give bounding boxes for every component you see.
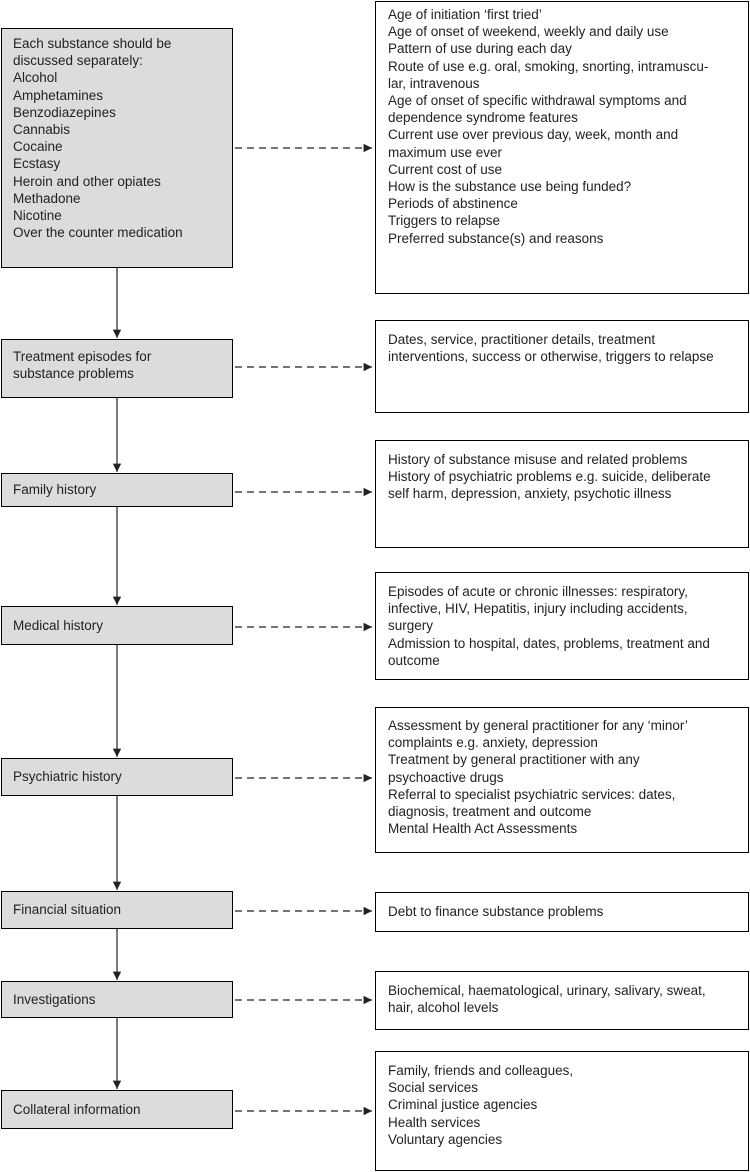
detail-line: Preferred substance(s) and reasons: [388, 230, 604, 246]
substances-box: Each substance should be discussed separ…: [1, 28, 233, 268]
substance-item: Ecstasy: [13, 156, 61, 172]
detail-line: outcome: [388, 652, 440, 668]
substances-line: Each substance should be: [13, 36, 172, 51]
detail-line: complaints e.g. anxiety, depression: [388, 735, 598, 751]
collateral-information-details-box: Family, friends and colleagues, Social s…: [375, 1051, 749, 1171]
substance-item: Cocaine: [13, 139, 63, 155]
detail-line: Age of onset of specific withdrawal symp…: [388, 93, 687, 109]
detail-line: Mental Health Act Assessments: [388, 821, 578, 837]
detail-line: hair, alcohol levels: [388, 1000, 499, 1016]
detail-line: History of psychiatric problems e.g. sui…: [388, 469, 711, 485]
detail-line: Route of use e.g. oral, smoking, snortin…: [388, 58, 709, 74]
substance-use-details-box: Age of initiation ‘first tried’ Age of o…: [375, 1, 749, 294]
substance-item: Methadone: [13, 190, 81, 206]
detail-line: Current cost of use: [388, 161, 503, 177]
detail-line: Criminal justice agencies: [388, 1097, 538, 1113]
step-label: Investigations: [13, 991, 96, 1007]
detail-line: Age of onset of weekend, weekly and dail…: [388, 24, 669, 40]
detail-line: Episodes of acute or chronic illnesses: …: [388, 584, 688, 599]
detail-line: surgery: [388, 618, 434, 634]
step-label: Financial situation: [13, 902, 122, 918]
step-label: Psychiatric history: [13, 769, 122, 785]
financial-situation-box: Financial situation: [1, 891, 233, 929]
treatment-episodes-box: Treatment episodes for substance problem…: [1, 339, 233, 398]
substance-item: Amphetamines: [13, 87, 104, 103]
psychiatric-history-details-box: Assessment by general practitioner for a…: [375, 707, 749, 853]
detail-line: Triggers to relapse: [388, 213, 501, 229]
detail-line: Pattern of use during each day: [388, 41, 572, 57]
detail-line: Biochemical, haematological, urinary, sa…: [388, 983, 706, 998]
detail-line: dependence syndrome features: [388, 110, 578, 126]
detail-line: infective, HIV, Hepatitis, injury includ…: [388, 601, 688, 617]
detail-line: Voluntary agencies: [388, 1131, 503, 1147]
family-history-box: Family history: [1, 473, 233, 507]
step-label: Collateral information: [13, 1101, 141, 1117]
detail-line: Referral to specialist psychiatric servi…: [388, 786, 676, 802]
detail-line: History of substance misuse and related …: [388, 452, 688, 467]
medical-history-details-box: Episodes of acute or chronic illnesses: …: [375, 572, 749, 680]
substance-item: Nicotine: [13, 208, 62, 224]
detail-line: Admission to hospital, dates, problems, …: [388, 635, 710, 651]
detail-line: Family, friends and colleagues,: [388, 1063, 574, 1078]
detail-line: Age of initiation ‘first tried’: [388, 7, 542, 22]
substance-item: Cannabis: [13, 122, 71, 138]
detail-line: self harm, depression, anxiety, psychoti…: [388, 486, 672, 502]
step-label: Treatment episodes for: [13, 349, 152, 364]
step-label: Medical history: [13, 617, 104, 633]
detail-line: Dates, service, practitioner details, tr…: [388, 332, 656, 347]
investigations-box: Investigations: [1, 981, 233, 1018]
substance-item: Benzodiazepines: [13, 104, 116, 120]
detail-line: Assessment by general practitioner for a…: [388, 718, 688, 733]
investigations-details-box: Biochemical, haematological, urinary, sa…: [375, 971, 749, 1030]
detail-line: Health services: [388, 1114, 481, 1130]
substance-item: Alcohol: [13, 70, 58, 86]
detail-line: Debt to finance substance problems: [388, 904, 604, 919]
detail-line: lar, intravenous: [388, 75, 480, 91]
medical-history-box: Medical history: [1, 606, 233, 645]
substance-item: Heroin and other opiates: [13, 173, 161, 189]
substances-line: discussed separately:: [13, 53, 143, 69]
detail-line: diagnosis, treatment and outcome: [388, 804, 592, 820]
detail-line: Social services: [388, 1080, 479, 1096]
psychiatric-history-box: Psychiatric history: [1, 758, 233, 796]
detail-line: Treatment by general practitioner with a…: [388, 752, 640, 768]
detail-line: maximum use ever: [388, 144, 503, 160]
detail-line: How is the substance use being funded?: [388, 179, 632, 195]
detail-line: Current use over previous day, week, mon…: [388, 127, 679, 143]
step-label: substance problems: [13, 366, 134, 382]
substance-item: Over the counter medication: [13, 225, 183, 241]
step-label: Family history: [13, 482, 97, 498]
detail-line: interventions, success or otherwise, tri…: [388, 349, 714, 365]
collateral-information-box: Collateral information: [1, 1090, 233, 1129]
detail-line: psychoactive drugs: [388, 769, 504, 785]
detail-line: Periods of abstinence: [388, 196, 518, 212]
family-history-details-box: History of substance misuse and related …: [375, 440, 749, 548]
financial-situation-details-box: Debt to finance substance problems: [375, 892, 749, 932]
treatment-episodes-details-box: Dates, service, practitioner details, tr…: [375, 320, 749, 413]
